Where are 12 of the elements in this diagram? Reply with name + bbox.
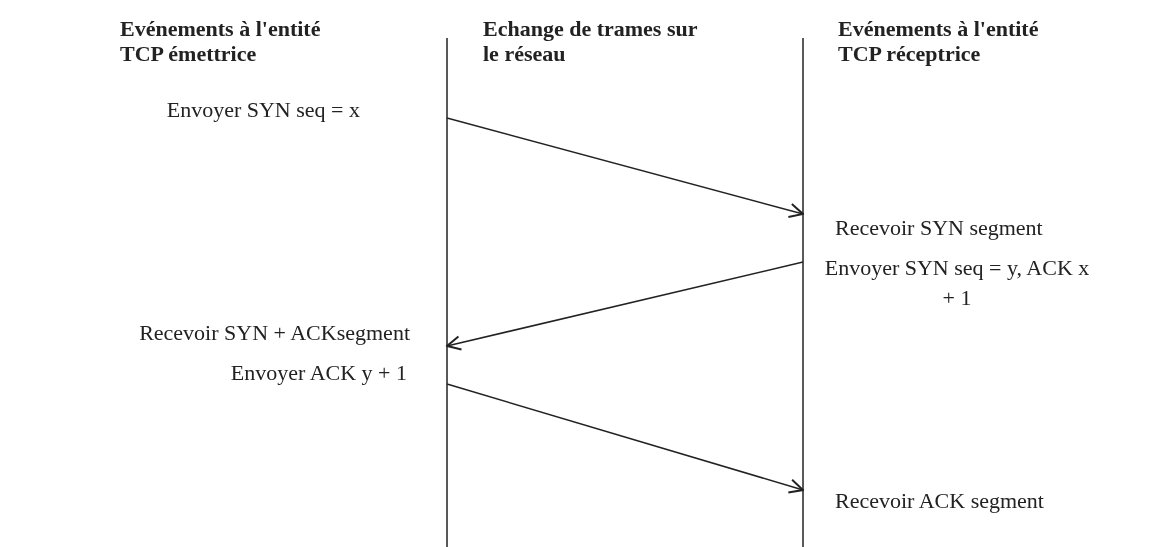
event-text: Envoyer SYN seq = x bbox=[166, 96, 360, 124]
message-arrow bbox=[446, 117, 804, 218]
column-heading: Evénements à l'entité TCP émettrice bbox=[120, 16, 322, 66]
column-heading: Evénements à l'entité TCP réceptrice bbox=[838, 16, 1040, 66]
column-heading: Echange de trames sur le réseau bbox=[483, 16, 699, 66]
event-text: Recevoir SYN segment bbox=[835, 214, 1043, 242]
event-text: Recevoir ACK segment bbox=[835, 487, 1044, 515]
message-arrow bbox=[446, 383, 804, 494]
event-text: Envoyer SYN seq = y, ACK x + 1 bbox=[823, 254, 1091, 312]
event-text: Recevoir SYN + ACKsegment bbox=[139, 319, 410, 347]
event-text: Envoyer ACK y + 1 bbox=[230, 359, 407, 387]
message-arrow bbox=[446, 261, 804, 351]
